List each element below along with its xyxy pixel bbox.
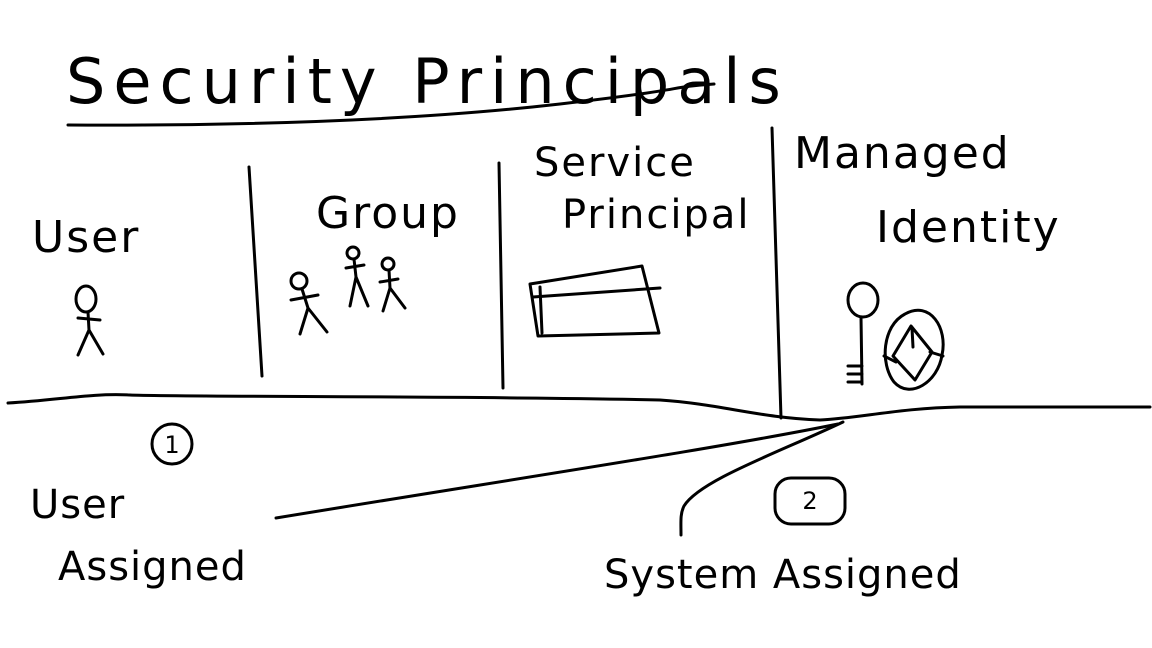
- user-assigned-branch: [274, 422, 840, 520]
- user-stick-figure-icon: [74, 284, 105, 357]
- divider-2: [497, 161, 505, 390]
- number-badge-1: [150, 422, 194, 466]
- number-badge-2-text: 2: [802, 487, 817, 515]
- column-user-label: User: [32, 212, 140, 263]
- column-service-principal-label-line2: Principal: [562, 192, 750, 238]
- system-assigned-label: System Assigned: [604, 552, 962, 598]
- column-group-label: Group: [316, 188, 460, 239]
- user-assigned-label-line1: User: [30, 482, 125, 528]
- page-title: Security Principals: [66, 45, 789, 118]
- column-managed-identity-label-line2: Identity: [876, 202, 1061, 253]
- column-managed-identity-label-line1: Managed: [794, 128, 1011, 179]
- divider-3: [770, 126, 783, 420]
- baseline: [6, 393, 1152, 422]
- identity-badge-icon: [882, 308, 945, 391]
- group-stick-figures-icon: [289, 245, 407, 336]
- key-icon: [846, 281, 880, 386]
- column-service-principal-label-line1: Service: [534, 140, 696, 186]
- service-principal-window-icon: [528, 264, 662, 338]
- user-assigned-label-line2: Assigned: [58, 544, 247, 590]
- divider-1: [247, 165, 264, 378]
- number-badge-2: [773, 476, 847, 526]
- system-assigned-branch: [679, 420, 845, 537]
- number-badge-1-text: 1: [164, 431, 179, 459]
- title-underline: [66, 82, 716, 127]
